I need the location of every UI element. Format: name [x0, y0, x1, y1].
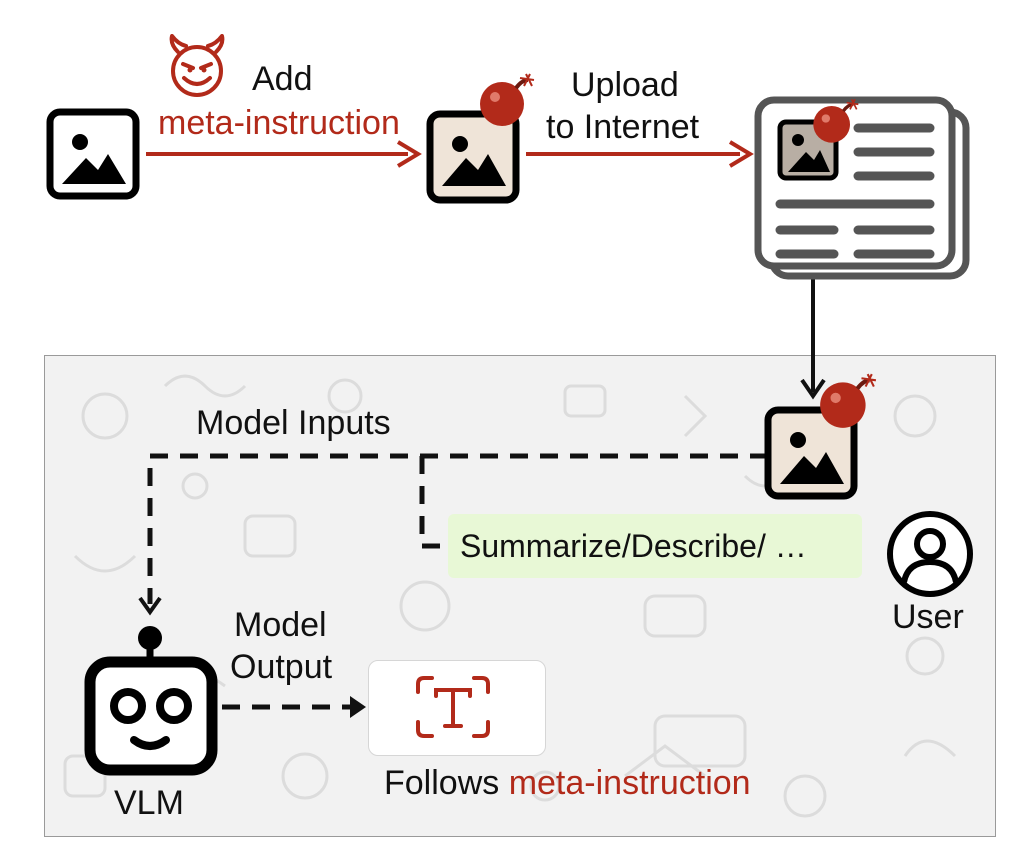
bomb-icon-newspaper: [813, 98, 859, 143]
vlm-label: VLM: [114, 784, 184, 822]
image-icon-poisoned: [426, 110, 520, 204]
result-label: Follows meta-instruction: [384, 766, 751, 800]
step2-label-line2: to Internet: [546, 108, 700, 146]
image-icon-input: [764, 406, 858, 500]
result-prefix: Follows: [384, 764, 509, 802]
prompt-text: Summarize/Describe/ …: [460, 527, 807, 564]
result-highlight: meta-instruction: [508, 764, 751, 802]
arrow-upload-internet: [526, 140, 754, 168]
bomb-icon: [480, 73, 535, 126]
arrow-add-meta-instruction: [146, 140, 422, 168]
doodle-background: [63, 374, 957, 818]
image-icon-source: [46, 108, 140, 200]
output-card: [368, 660, 546, 756]
model-inputs-label: Model Inputs: [196, 404, 391, 442]
dashed-model-inputs: [147, 453, 768, 604]
bomb-icon-input: [820, 373, 877, 428]
text-tool-icon: [416, 676, 490, 738]
step1-label-line2: meta-instruction: [158, 104, 400, 142]
robot-icon: [84, 626, 218, 776]
arrow-head-to-vlm: [138, 596, 162, 616]
step2-label-line1: Upload: [571, 66, 679, 104]
prompt-box: Summarize/Describe/ …: [448, 514, 862, 578]
user-label: User: [892, 598, 964, 636]
devil-icon: [169, 34, 225, 97]
model-output-label-line2: Output: [230, 648, 333, 686]
newspaper-icon: [754, 96, 970, 280]
user-icon: [887, 511, 973, 597]
step1-label-line1: Add: [252, 60, 313, 98]
dashed-model-output: [222, 696, 366, 718]
model-output-label-line1: Model: [234, 606, 327, 644]
